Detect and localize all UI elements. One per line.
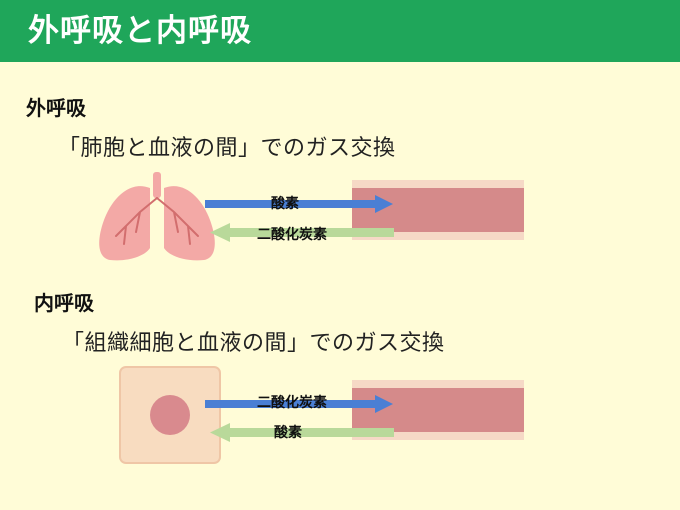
external-diagram xyxy=(99,172,524,261)
lungs-icon xyxy=(99,172,215,261)
external-co2-label: 二酸化炭素 xyxy=(257,227,327,243)
arrow-right-blue xyxy=(205,395,393,413)
external-description: 「肺胞と血液の間」でのガス交換 xyxy=(58,136,396,161)
internal-diagram xyxy=(119,366,524,464)
internal-co2-label: 二酸化炭素 xyxy=(257,395,327,411)
page-title: 外呼吸と内呼吸 xyxy=(28,13,252,49)
tissue-cell-icon xyxy=(119,366,221,464)
header-bar: 外呼吸と内呼吸 xyxy=(0,0,680,62)
external-oxygen-label: 酸素 xyxy=(271,196,299,212)
arrow-left-green xyxy=(210,223,394,242)
arrow-right-blue xyxy=(205,195,393,213)
internal-heading: 内呼吸 xyxy=(34,291,94,315)
internal-description: 「組織細胞と血液の間」でのガス交換 xyxy=(62,331,445,356)
external-heading: 外呼吸 xyxy=(26,96,86,120)
internal-oxygen-label: 酸素 xyxy=(274,425,302,441)
arrow-left-green xyxy=(210,423,394,442)
